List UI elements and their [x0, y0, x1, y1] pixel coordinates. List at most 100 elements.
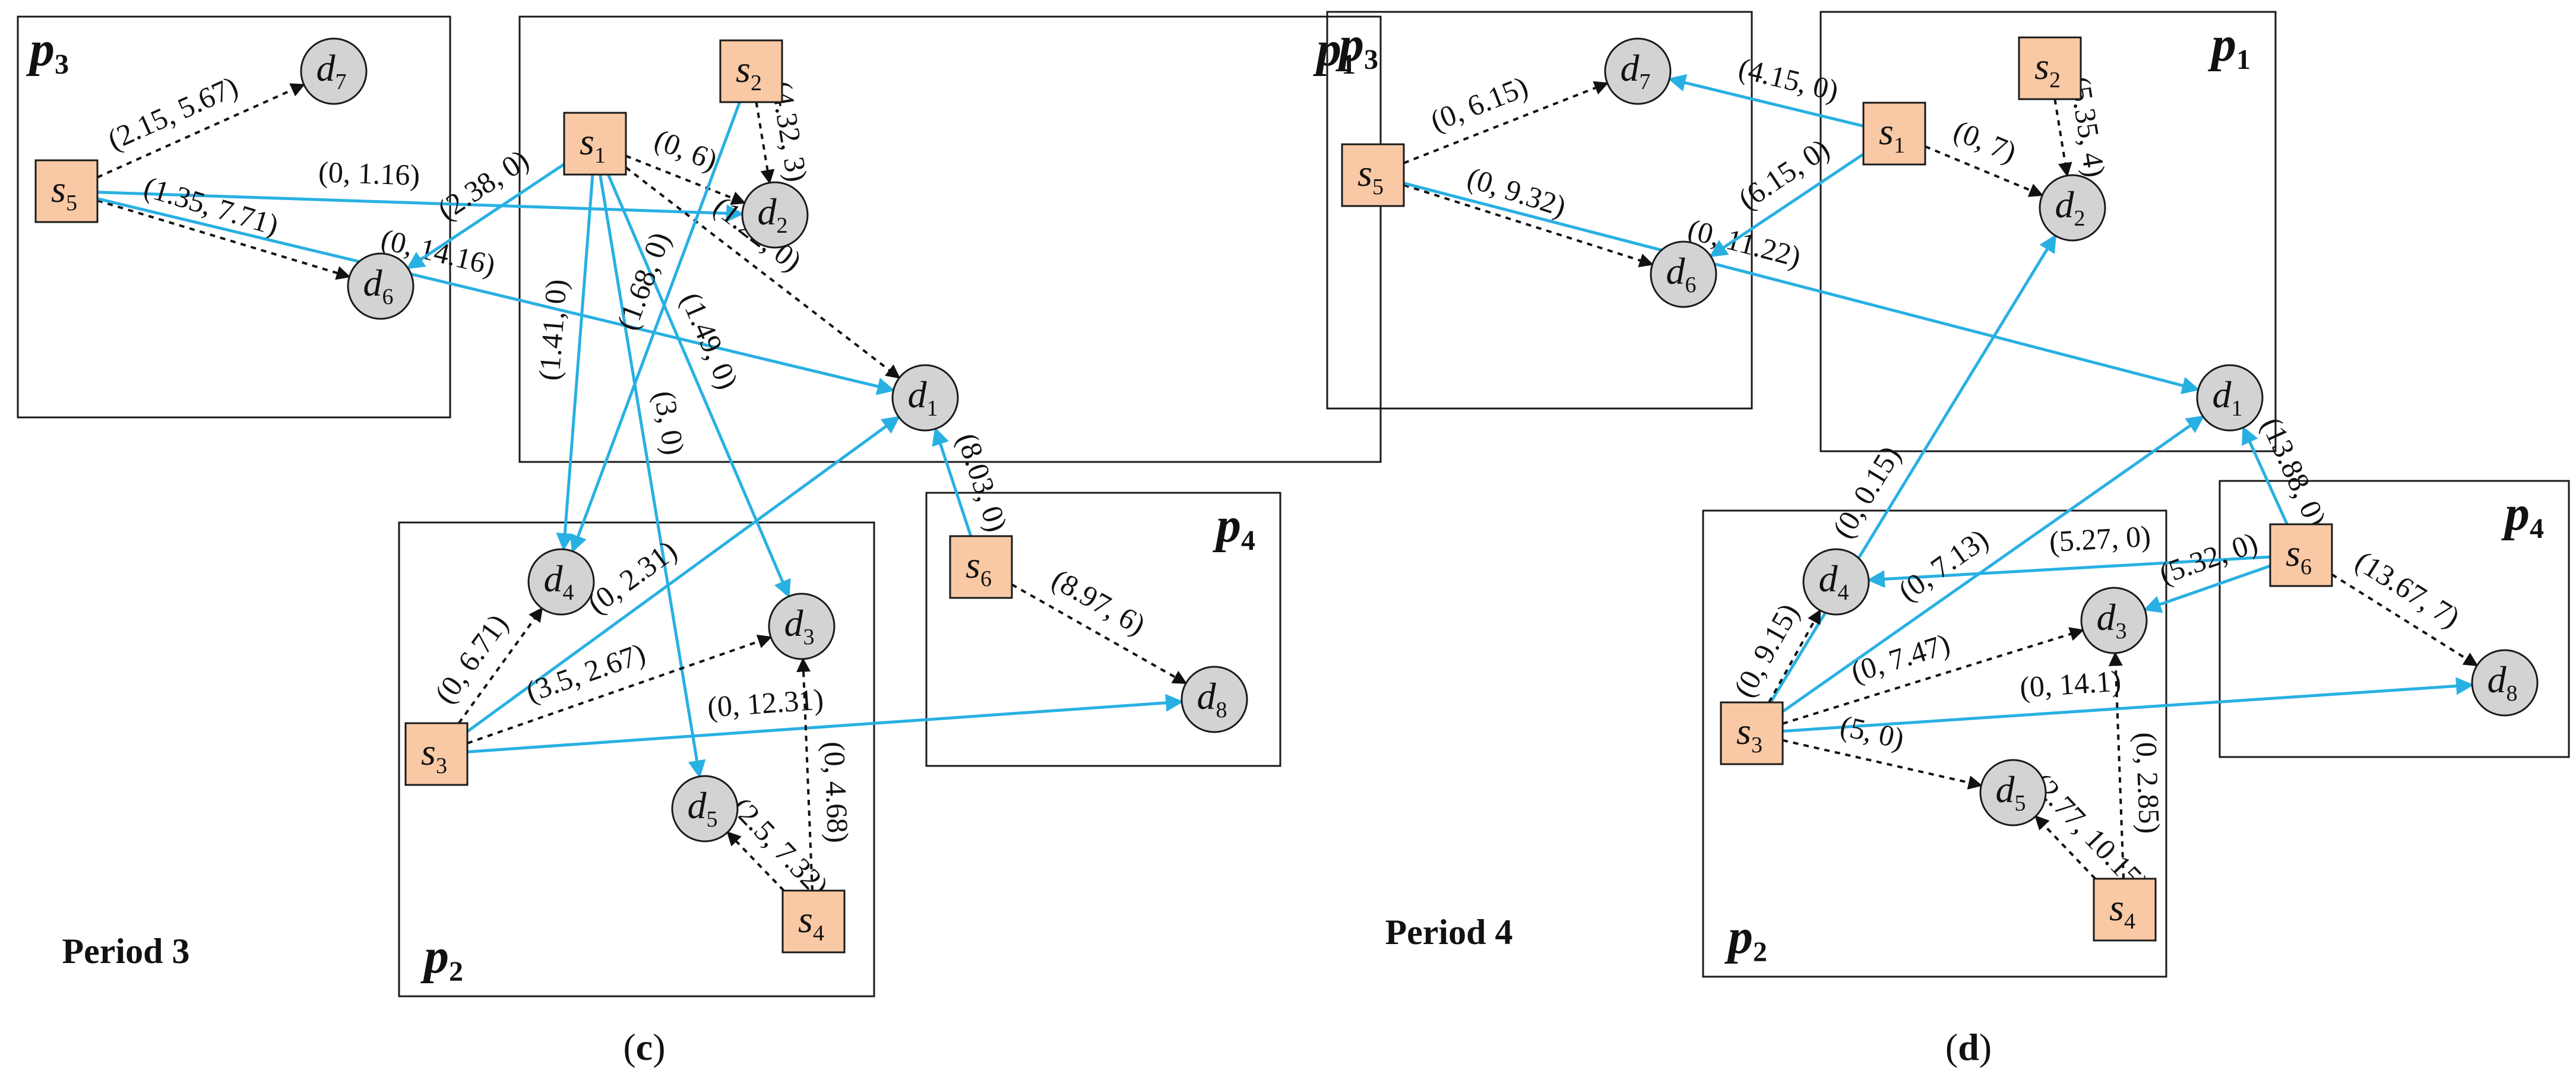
source-node-s1: s1 — [1862, 102, 1926, 166]
destination-node-d3: d3 — [2080, 587, 2148, 654]
edge-label-s2-d4: (1.68, 0) — [610, 227, 676, 334]
edge-s3-d4 — [1768, 609, 1821, 703]
destination-node-d6: d6 — [1650, 240, 1717, 308]
edge-label-s6-d8: (8.97, 6) — [1046, 562, 1151, 641]
region-p3 — [17, 15, 451, 419]
period-label: Period 3 — [62, 932, 190, 971]
edge-label-s3-d1: (0, 7.13) — [1892, 522, 1994, 607]
edge-s3-d8 — [1782, 677, 2474, 733]
edge-s4-d5 — [2034, 815, 2096, 880]
edge-label-s1-d4: (1.41, 0) — [532, 278, 573, 382]
edge-s3-d8 — [467, 693, 1184, 753]
source-label-s3: s3 — [421, 731, 447, 778]
edge-s6-d3 — [2143, 564, 2271, 613]
source-node-s3: s3 — [404, 722, 469, 786]
source-node-s1: s1 — [563, 112, 627, 176]
panel-caption: (c) — [623, 1026, 665, 1068]
source-node-s3: s3 — [1720, 701, 1784, 765]
edge-s2-d2 — [2053, 99, 2072, 178]
source-label-s2: s2 — [736, 48, 762, 96]
edge-s6-d1 — [2242, 426, 2289, 525]
panel-caption: (d) — [1945, 1026, 1992, 1068]
edge-label-s3-d8: (0, 12.31) — [706, 682, 824, 724]
region-label-p1: p1 — [2208, 17, 2251, 75]
destination-node-d5: d5 — [671, 775, 739, 843]
edge-s3-d1 — [466, 416, 900, 733]
edge-label-s3-d4: (0, 6.71) — [428, 608, 515, 710]
source-node-s4: s4 — [781, 889, 846, 954]
source-label-s1: s1 — [580, 121, 606, 168]
edge-s5-d7 — [1403, 81, 1609, 164]
edge-label-s5-d6: (1.35, 7.71) — [140, 170, 283, 242]
edge-label-s5-d2: (0, 1.16) — [318, 155, 420, 192]
edge-s3-d4 — [458, 607, 543, 724]
edge-s1-d3 — [606, 174, 791, 598]
edges: (2.15, 5.67)(0, 1.16)(1.35, 7.71)(0, 14.… — [97, 69, 1188, 903]
region-label-p4: p4 — [2501, 486, 2544, 544]
region-label-p4: p4 — [1213, 498, 1255, 556]
edge-s5-d6 — [1403, 183, 1654, 268]
source-label-s2: s2 — [2034, 45, 2061, 93]
destination-node-d8: d8 — [1181, 666, 1248, 733]
destination-node-d2: d2 — [741, 181, 809, 249]
edge-s1-d6 — [406, 163, 565, 270]
edge-s2-d2 — [755, 102, 775, 185]
edges: (0, 6.15)(0, 9.32)(0, 11.22)(4.15, 0)(6.… — [1403, 51, 2479, 900]
source-label-s3: s3 — [1736, 710, 1762, 758]
destination-label-d7: d7 — [317, 47, 347, 94]
destination-label-d6: d6 — [1666, 250, 1697, 297]
destination-node-d6: d6 — [347, 252, 414, 320]
destination-label-d4: d4 — [544, 558, 574, 605]
destination-node-d7: d7 — [300, 37, 368, 105]
destination-node-d1: d1 — [2196, 364, 2264, 432]
destination-label-d5: d5 — [688, 784, 718, 832]
edge-label-s3-d4: (0, 9.15) — [1727, 598, 1805, 702]
destination-node-d3: d3 — [768, 593, 836, 660]
edge-s5-d1 — [97, 197, 895, 395]
source-node-s6: s6 — [2269, 523, 2333, 587]
destination-node-d4: d4 — [527, 548, 595, 616]
edge-s5-d1 — [1403, 182, 2200, 394]
source-label-s4: s4 — [2109, 886, 2135, 934]
region-p1 — [1819, 11, 2277, 452]
destination-node-d2: d2 — [2039, 174, 2106, 242]
edge-s1-d4 — [556, 174, 594, 552]
edge-s5-d2 — [97, 191, 745, 223]
source-label-s6: s6 — [2286, 532, 2312, 579]
edge-s3-d2 — [1769, 234, 2057, 704]
region-label-p2: p2 — [420, 929, 463, 987]
edge-label-s4-d5: (2.5, 7.32) — [726, 791, 836, 903]
edge-s1-d5 — [599, 174, 706, 778]
destination-label-d5: d5 — [1996, 768, 2026, 816]
edge-label-s3-d3: (0, 7.47) — [1847, 627, 1954, 689]
source-node-s5: s5 — [34, 159, 99, 223]
period-label: Period 4 — [1385, 913, 1513, 952]
edge-s3-d1 — [1781, 415, 2205, 713]
region-p1 — [518, 15, 1382, 463]
destination-label-d8: d8 — [1197, 675, 1227, 723]
region-p4 — [2219, 480, 2570, 758]
destination-label-d3: d3 — [784, 602, 815, 650]
edge-label-s3-d5: (5, 0) — [1837, 709, 1907, 756]
destination-label-d2: d2 — [2055, 183, 2086, 231]
destination-label-d3: d3 — [2097, 596, 2127, 644]
edge-s4-d3 — [796, 657, 814, 891]
destination-label-d1: d1 — [2213, 373, 2243, 421]
region-p4 — [925, 492, 1281, 767]
region-p2 — [398, 521, 875, 997]
edge-label-s6-d3: (5.32, 0) — [2155, 525, 2262, 590]
edge-label-s5-d7: (2.15, 5.67) — [103, 69, 243, 157]
destination-label-d2: d2 — [758, 191, 788, 238]
source-label-s4: s4 — [798, 898, 824, 946]
region-label-p3: p3 — [26, 21, 69, 80]
source-node-s5: s5 — [1341, 143, 1405, 207]
destination-node-d5: d5 — [1979, 759, 2047, 826]
edge-s1-d1 — [625, 166, 901, 379]
destination-node-d8: d8 — [2471, 649, 2539, 717]
source-label-s5: s5 — [51, 168, 77, 216]
source-node-s2: s2 — [2018, 36, 2082, 100]
destination-node-d4: d4 — [1802, 548, 1870, 616]
destination-label-d4: d4 — [1819, 558, 1849, 605]
